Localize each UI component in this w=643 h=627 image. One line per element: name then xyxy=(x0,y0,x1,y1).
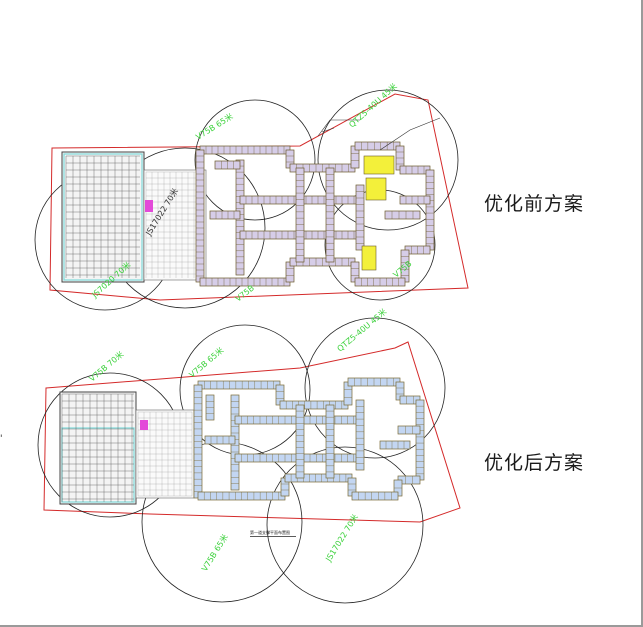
svg-text:': ' xyxy=(0,434,2,444)
top-support-frame xyxy=(195,141,435,287)
top-crane-radius-3 xyxy=(194,99,316,221)
top-highlight-3 xyxy=(361,245,377,271)
after-optimization-label: 优化后方案 xyxy=(484,452,585,474)
bottom-building-left xyxy=(59,391,195,505)
top-crane-label-3: V75B xyxy=(234,283,256,303)
top-highlight-2 xyxy=(365,177,387,201)
top-building-left xyxy=(61,151,207,283)
top-site-boundary xyxy=(49,93,469,301)
top-highlight-1 xyxy=(363,155,395,175)
top-plan: V75B 65米 JS7020 70米 V75B JS17022 70米 QTZ… xyxy=(34,81,469,311)
bottom-site-boundary xyxy=(43,341,461,523)
top-detail-lines xyxy=(317,117,441,151)
bottom-crane-radius-3 xyxy=(304,317,446,459)
before-optimization-label: 优化前方案 xyxy=(484,193,585,215)
top-crane-radius-4 xyxy=(317,89,459,231)
bottom-crane-label-3: QTZ5-40U 45米 xyxy=(335,306,388,353)
bottom-plan: 第一道支撑平面布置图 V75B 70米 V75B 65米 QTZ5-40U 45… xyxy=(37,306,461,604)
bottom-title-underline xyxy=(250,536,296,537)
bottom-crane-radius-5 xyxy=(266,446,424,604)
top-crane-label-5: QTZ5-40U 45米 xyxy=(347,81,399,130)
bottom-crane-label-4: V75B 65米 xyxy=(199,532,230,573)
bottom-crane-label-1: V75B 70米 xyxy=(87,349,126,384)
bottom-support-frame xyxy=(193,377,425,501)
bottom-title-note: 第一道支撑平面布置图 xyxy=(250,529,290,535)
